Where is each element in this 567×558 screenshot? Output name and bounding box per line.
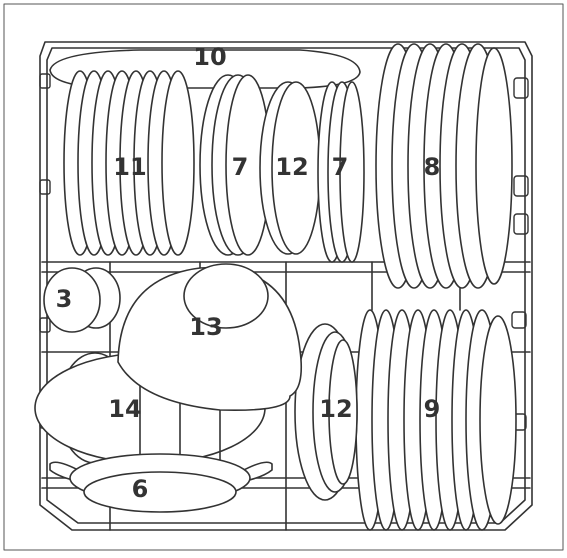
- soup-plates-right: [317, 81, 365, 263]
- mixing-bowl: [117, 263, 303, 412]
- cups: [43, 267, 121, 333]
- label-7-left: 7: [232, 153, 249, 181]
- rack-clips: [39, 73, 529, 431]
- label-3: 3: [56, 285, 73, 313]
- dinner-plates: [375, 43, 513, 289]
- label-11: 11: [113, 153, 146, 181]
- label-6: 6: [132, 475, 149, 503]
- small-plates: [63, 70, 195, 256]
- label-12-upper: 12: [275, 153, 308, 181]
- serving-dish: [49, 453, 273, 513]
- label-7-right: 7: [332, 153, 349, 181]
- deep-plates-lower: [294, 323, 358, 501]
- dessert-plates: [355, 309, 517, 531]
- label-13: 13: [189, 313, 222, 341]
- soup-plates-left: [199, 74, 271, 256]
- label-10: 10: [193, 43, 226, 71]
- label-14: 14: [108, 395, 141, 423]
- figure-frame: [3, 3, 564, 551]
- deep-plates-upper: [259, 81, 321, 255]
- label-8: 8: [424, 153, 441, 181]
- label-9: 9: [424, 395, 441, 423]
- label-12-lower: 12: [319, 395, 352, 423]
